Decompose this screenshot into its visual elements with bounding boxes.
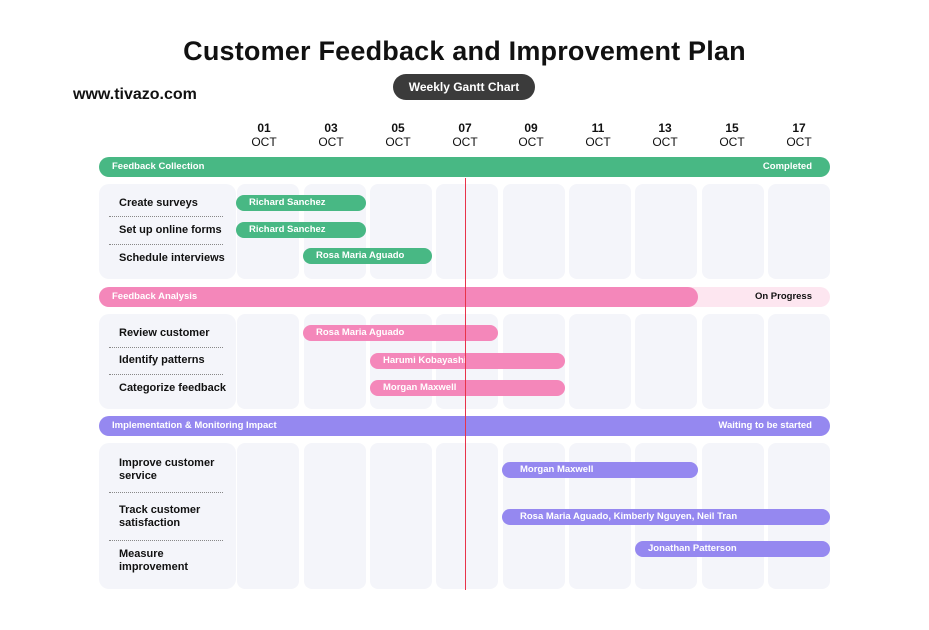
day-column [237, 443, 299, 589]
task-bar[interactable]: Morgan Maxwell [370, 380, 565, 396]
day-column [768, 184, 830, 279]
day-column [635, 314, 697, 409]
task-divider [109, 492, 223, 493]
task-bar[interactable]: Rosa Maria Aguado, Kimberly Nguyen, Neil… [502, 509, 830, 525]
group-status: Completed [762, 161, 812, 172]
group-label: Feedback Analysis [112, 291, 198, 302]
task-label: Set up online forms [119, 224, 222, 236]
group-status: On Progress [754, 291, 812, 302]
day-column [569, 184, 631, 279]
day-column [370, 184, 432, 279]
task-divider [109, 244, 223, 245]
task-panel [99, 443, 236, 589]
task-divider [109, 216, 223, 217]
task-label: Schedule interviews [119, 252, 225, 264]
day-column [304, 443, 366, 589]
task-label: Identify patterns [119, 354, 205, 366]
day-column [702, 184, 764, 279]
day-column [503, 184, 565, 279]
day-column [370, 443, 432, 589]
day-column [569, 314, 631, 409]
task-panel [99, 314, 236, 409]
day-column [237, 314, 299, 409]
group-bar-feedback-collection[interactable]: Feedback Collection Completed [99, 157, 830, 177]
group-progress-fill [99, 157, 830, 177]
group-progress-fill [99, 416, 830, 436]
task-bar[interactable]: Richard Sanchez [236, 195, 366, 211]
task-label: Track customer satisfaction [119, 504, 201, 529]
task-label: Categorize feedback [119, 382, 226, 394]
group-label: Implementation & Monitoring Impact [112, 420, 277, 431]
task-label: Review customer [119, 327, 210, 339]
page-title: Customer Feedback and Improvement Plan [183, 36, 746, 66]
group-label: Feedback Collection [112, 161, 205, 172]
subtitle-badge: Weekly Gantt Chart [393, 74, 535, 100]
task-bar[interactable]: Harumi Kobayashi [370, 353, 565, 369]
task-panel [99, 184, 236, 279]
task-label: Improve customer service [119, 457, 215, 482]
today-marker-line [465, 178, 466, 590]
task-label: Create surveys [119, 197, 198, 209]
day-column [635, 184, 697, 279]
website-label: www.tivazo.com [73, 86, 197, 103]
group-bar-feedback-analysis[interactable]: Feedback Analysis On Progress [99, 287, 830, 307]
day-column [768, 314, 830, 409]
task-bar[interactable]: Morgan Maxwell [502, 462, 698, 478]
task-bar[interactable]: Richard Sanchez [236, 222, 366, 238]
task-divider [109, 347, 223, 348]
task-bar[interactable]: Jonathan Patterson [635, 541, 830, 557]
group-progress-fill [99, 287, 699, 307]
task-bar[interactable]: Rosa Maria Aguado [303, 248, 432, 264]
task-divider [109, 374, 223, 375]
group-status: Waiting to be started [718, 420, 812, 431]
group-bar-implementation-monitoring[interactable]: Implementation & Monitoring Impact Waiti… [99, 416, 830, 436]
day-column [436, 443, 498, 589]
task-label: Measure improvement [119, 548, 189, 573]
task-bar[interactable]: Rosa Maria Aguado [303, 325, 498, 341]
task-divider [109, 540, 223, 541]
day-column [702, 314, 764, 409]
day-column [436, 184, 498, 279]
